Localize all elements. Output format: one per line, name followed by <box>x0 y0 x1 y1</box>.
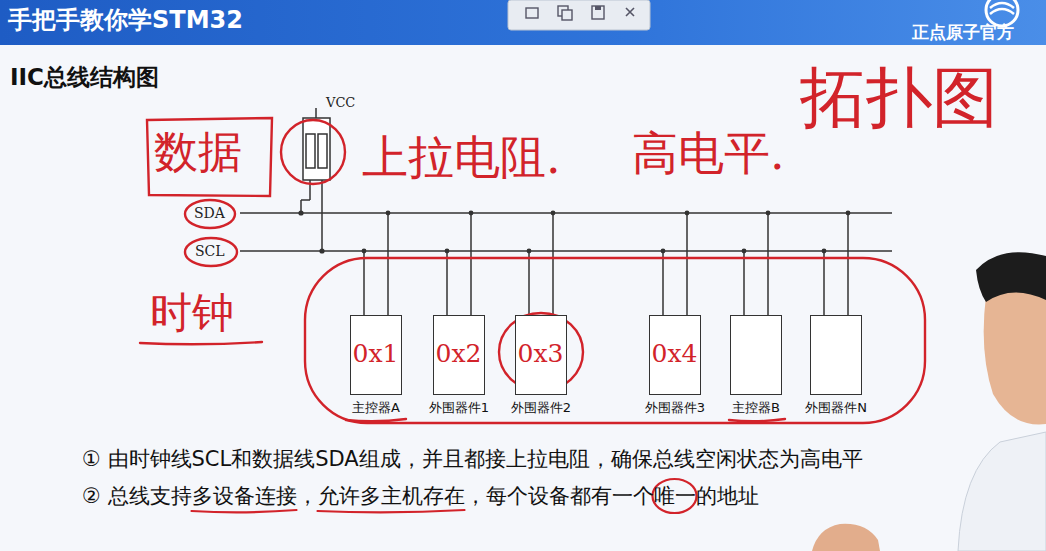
hand-annotation <box>140 118 925 423</box>
slide-title: IIC总线结构图 <box>10 64 159 92</box>
hand-note: 上拉电阻. <box>362 130 561 185</box>
device-label: 外围器件N <box>804 400 868 416</box>
hand-note: 拓扑图 <box>800 58 998 137</box>
hand-note: 数据 <box>154 126 242 179</box>
signal-name: SCL <box>195 243 225 260</box>
device-box: 0x3 <box>515 315 567 395</box>
device-node: 主控器B <box>715 315 797 423</box>
device-label: 主控器B <box>731 400 781 416</box>
device-address: 0x4 <box>650 316 699 393</box>
device-box: 0x4 <box>649 315 701 395</box>
junction-dot <box>298 210 850 253</box>
signal-name: SDA <box>194 205 225 222</box>
hand-note: 时钟 <box>150 288 234 338</box>
window-toolbar <box>508 0 650 30</box>
device-label: 外围器件3 <box>644 400 706 416</box>
hand-mark <box>318 510 465 512</box>
pullup-resistor <box>301 108 330 251</box>
power-label: VCC <box>326 95 355 111</box>
bus-wire <box>240 213 892 251</box>
course-header: 手把手教你学STM32 <box>8 6 243 35</box>
device-label: 外围器件2 <box>510 400 572 416</box>
device-node: 外围器件N <box>795 315 877 423</box>
device-node: 0x1 主控器A <box>335 315 417 423</box>
device-label: 外围器件1 <box>428 400 490 416</box>
hand-note: 高电平. <box>632 126 785 181</box>
device-box <box>810 315 862 395</box>
bullet-text: ② 总线支持多设备连接，允许多主机存在，每个设备都有一个唯一的地址 <box>82 484 759 509</box>
device-wire <box>364 213 848 315</box>
bullet-text: ① 由时钟线SCL和数据线SDA组成，并且都接上拉电阻，确保总线空闲状态为高电平 <box>82 447 863 472</box>
device-node: 0x3 外围器件2 <box>500 315 582 423</box>
hand-mark <box>192 510 297 512</box>
device-label: 主控器A <box>351 400 401 416</box>
device-node: 0x4 外围器件3 <box>634 315 716 423</box>
device-node: 0x2 外围器件1 <box>418 315 500 423</box>
device-address: 0x3 <box>516 316 565 393</box>
device-address: 0x2 <box>434 316 483 393</box>
device-box: 0x2 <box>433 315 485 395</box>
device-box: 0x1 <box>350 315 402 395</box>
brand-name: 正点原子官方 <box>912 22 1014 42</box>
device-box <box>730 315 782 395</box>
device-address: 0x1 <box>351 316 400 393</box>
